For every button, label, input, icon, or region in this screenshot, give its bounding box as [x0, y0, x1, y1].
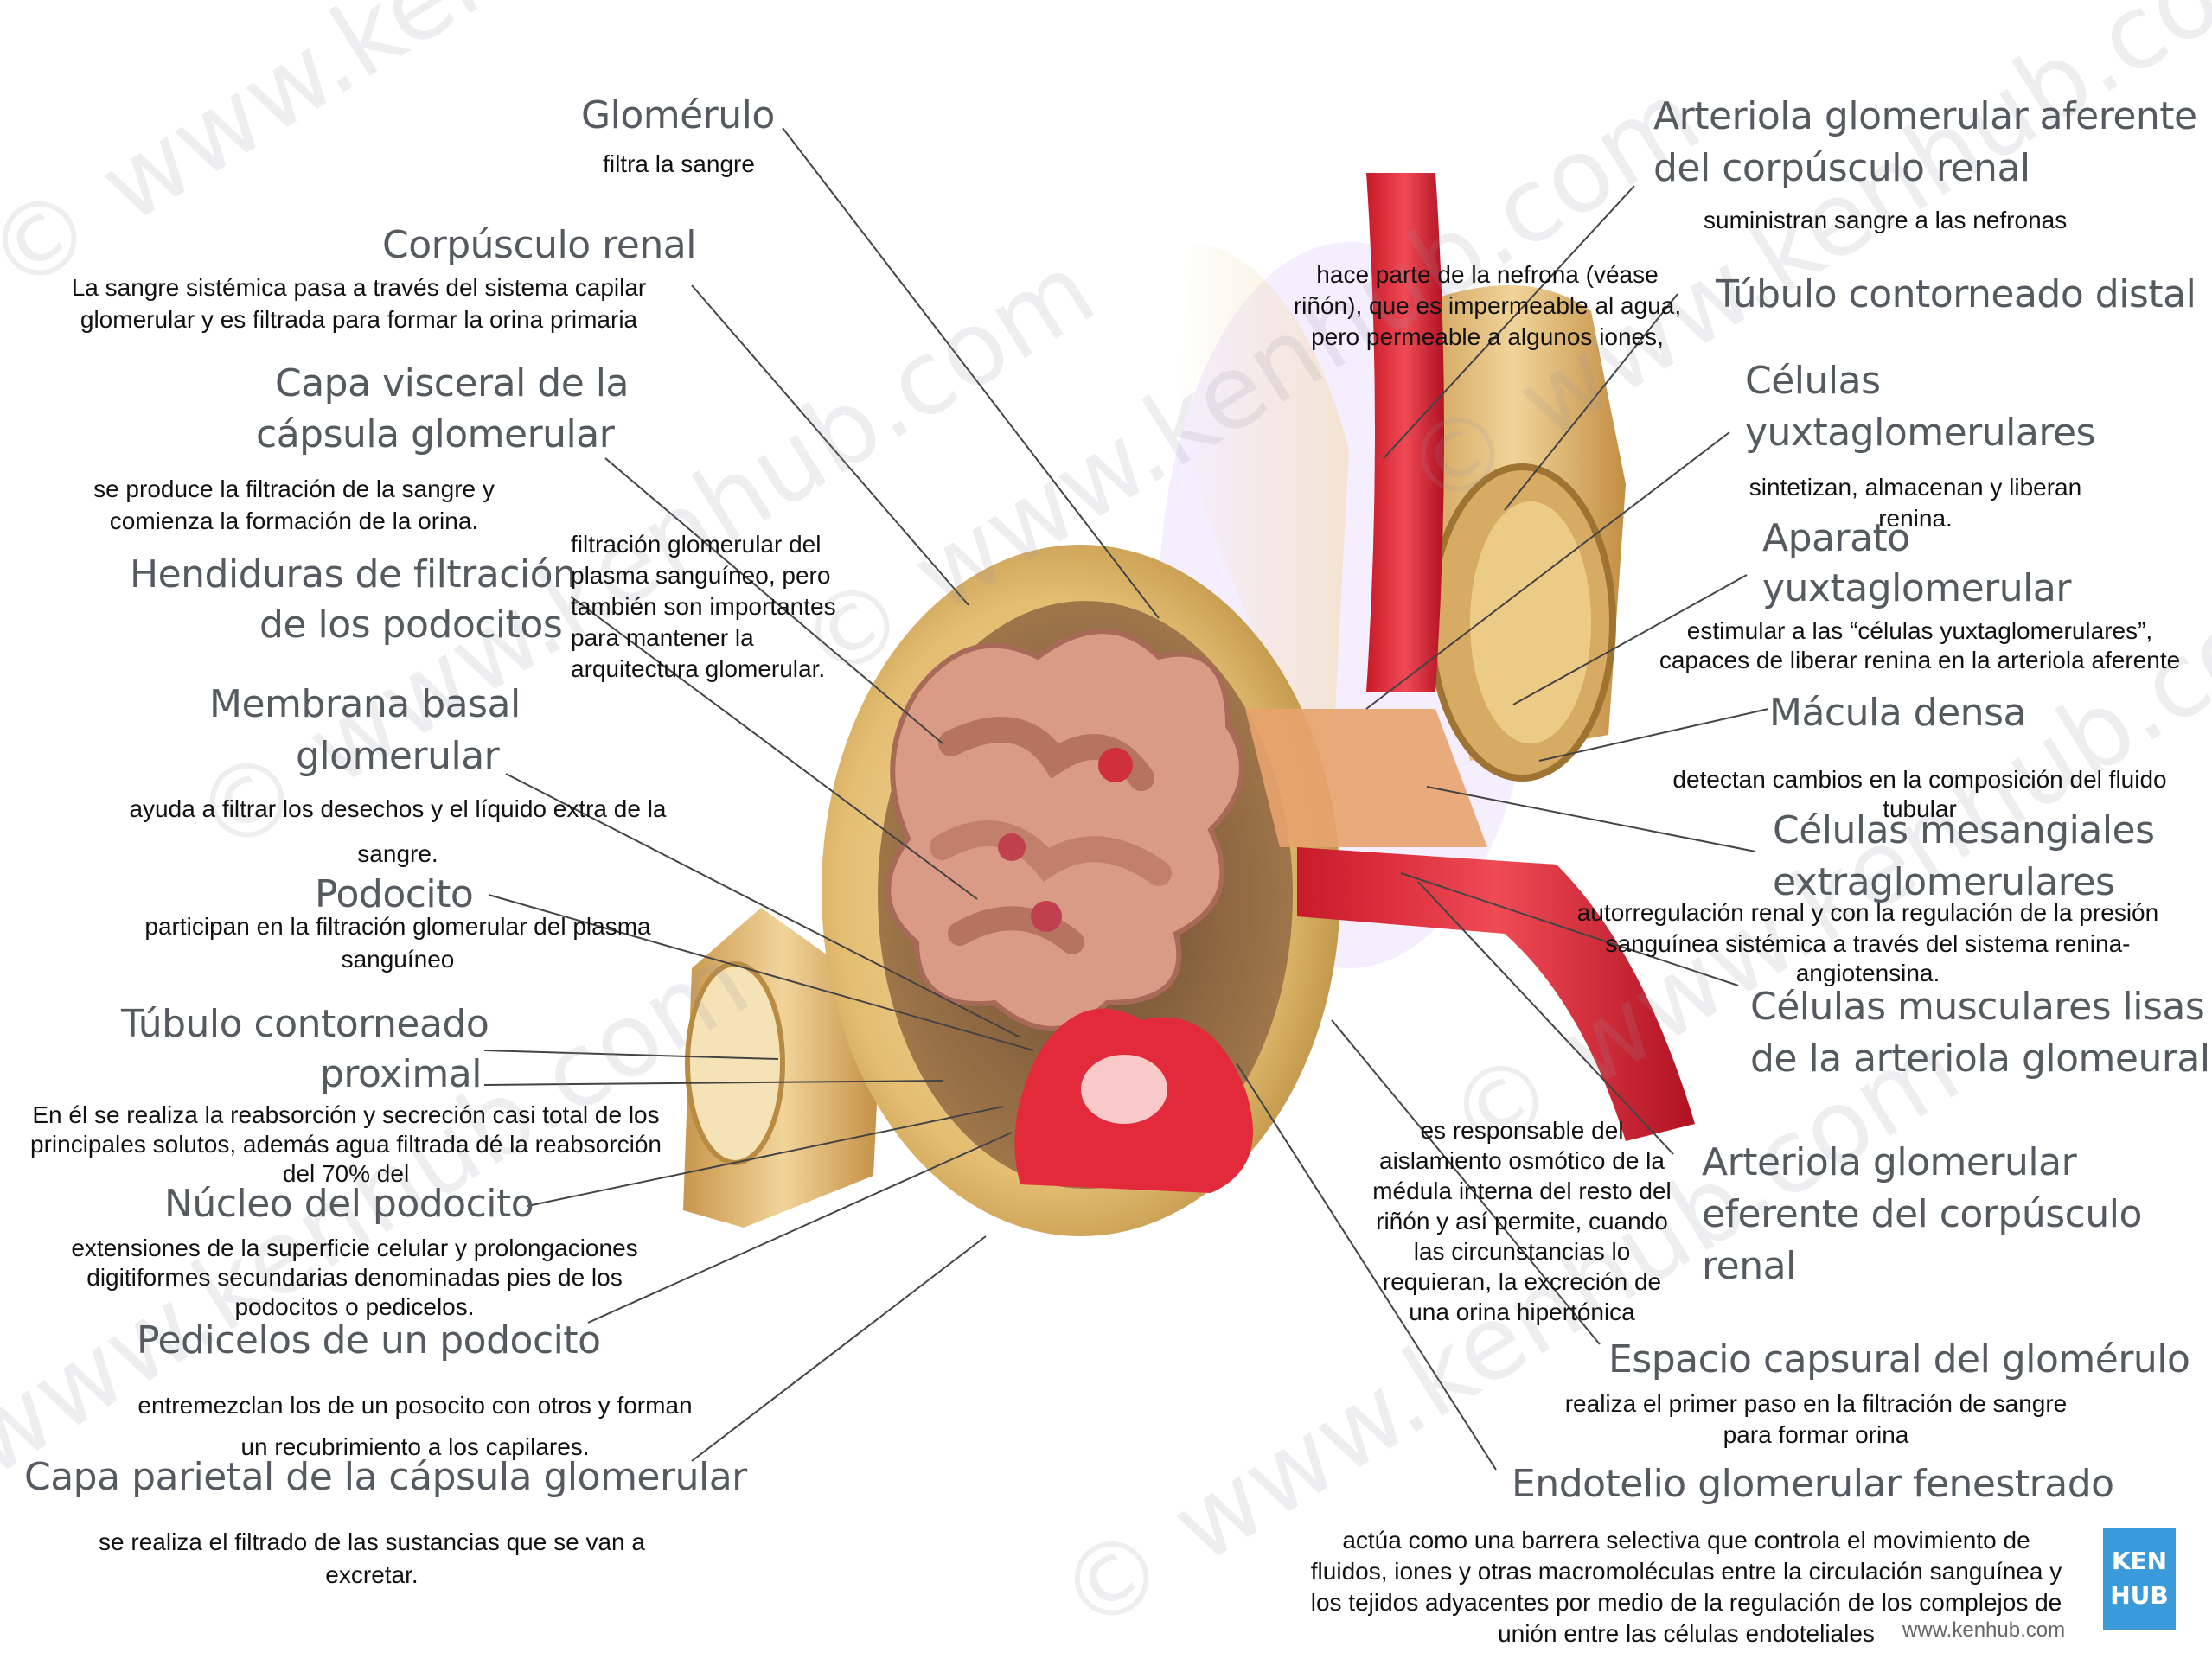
desc-eferente-7: una orina hipertónica	[1366, 1297, 1678, 1328]
label-eferente-1: Arteriola glomerular	[1702, 1138, 2076, 1187]
desc-nucleo-2: digitiformes secundarias denominadas pie…	[35, 1262, 674, 1293]
desc-tubulo-proximal-1: En él se realiza la reabsorción y secrec…	[9, 1100, 683, 1131]
desc-glomerulo: filtra la sangre	[571, 149, 787, 180]
label-endotelio: Endotelio glomerular fenestrado	[1512, 1459, 2114, 1509]
desc-endotelio-1: actúa como una barrera selectiva que con…	[1280, 1525, 2093, 1556]
logo-line-1: KEN	[2103, 1544, 2176, 1579]
desc-tubulo-distal-2: riñón), que es impermeable al agua,	[1280, 290, 1695, 322]
label-tubulo-distal: Túbulo contorneado distal	[1716, 270, 2196, 319]
desc-hendiduras-3: también son importantes	[571, 591, 836, 622]
desc-hendiduras-2: plasma sanguíneo, pero	[571, 560, 830, 591]
label-macula-densa: Mácula densa	[1769, 688, 2026, 737]
label-espacio-capsural: Espacio capsural del glomérulo	[1608, 1335, 2190, 1384]
label-arteriola-aferente-2: del corpúsculo renal	[1653, 144, 2030, 193]
brand-url: www.kenhub.com	[1902, 1618, 2065, 1643]
desc-corpusculo-renal-2: glomerular y es filtrada para formar la …	[17, 304, 700, 335]
label-corpusculo-renal: Corpúsculo renal	[382, 220, 696, 270]
efferent-arteriole	[1297, 847, 1695, 1141]
label-capa-visceral-2: cápsula glomerular	[256, 410, 614, 459]
desc-capa-visceral-1: se produce la filtración de la sangre y	[43, 474, 545, 505]
desc-tubulo-distal-3: pero permeable a algunos iones,	[1280, 322, 1695, 353]
label-tubulo-proximal-2: proximal	[320, 1050, 482, 1099]
label-hendiduras-2: de los podocitos	[259, 600, 562, 649]
desc-espacio-1: realiza el primer paso en la filtración …	[1522, 1388, 2110, 1420]
desc-hendiduras-1: filtración glomerular del	[571, 529, 821, 560]
desc-yuxta-celulas-1: sintetizan, almacenan y liberan	[1729, 472, 2101, 503]
label-musculares-2: de la arteriola glomeural	[1750, 1034, 2210, 1083]
label-capa-parietal: Capa parietal de la cápsula glomerular	[24, 1452, 747, 1502]
kenhub-logo: KEN HUB	[2103, 1528, 2176, 1630]
desc-eferente-1: es responsable del	[1366, 1115, 1678, 1146]
desc-pedicelos-1: entremezclan los de un posocito con otro…	[86, 1390, 744, 1421]
desc-capa-parietal-2: excretar.	[43, 1560, 700, 1591]
desc-mesangiales-1: autorregulación renal y con la regulació…	[1557, 897, 2179, 928]
desc-mesangiales-2: sanguínea sistémica a través del sistema…	[1557, 928, 2179, 960]
desc-arteriola-aferente: suministran sangre a las nefronas	[1704, 205, 2067, 236]
logo-line-2: HUB	[2103, 1579, 2176, 1613]
label-aparato-1: Aparato	[1762, 514, 1910, 563]
desc-eferente-5: las circunstancias lo	[1366, 1236, 1678, 1267]
label-yuxta-celulas-2: yuxtaglomerulares	[1745, 408, 2095, 457]
label-tubulo-proximal-1: Túbulo contorneado	[121, 999, 489, 1049]
desc-eferente-3: médula interna del resto del	[1366, 1176, 1678, 1207]
desc-aparato-1: estimular a las “células yuxtaglomerular…	[1634, 616, 2205, 647]
afferent-arteriole	[1366, 173, 1444, 692]
desc-membrana-1: ayuda a filtrar los desechos y el líquid…	[69, 794, 726, 825]
desc-macula-1: detectan cambios en la composición del f…	[1652, 764, 2188, 795]
label-arteriola-aferente-1: Arteriola glomerular aferente	[1653, 92, 2197, 141]
label-eferente-3: renal	[1702, 1241, 1796, 1291]
desc-capa-visceral-2: comienza la formación de la orina.	[43, 506, 545, 537]
label-capa-visceral-1: Capa visceral de la	[275, 359, 629, 408]
label-eferente-2: eferente del corpúsculo	[1702, 1190, 2142, 1239]
desc-eferente-6: requieran, la excreción de	[1366, 1267, 1678, 1298]
label-yuxta-celulas-1: Células	[1745, 356, 1881, 405]
desc-tubulo-proximal-2: principales solutos, además agua filtrad…	[9, 1129, 683, 1160]
label-nucleo-podocito: Núcleo del podocito	[164, 1179, 534, 1228]
desc-podocito-2: sanguíneo	[86, 944, 709, 975]
desc-hendiduras-4: para mantener la	[571, 622, 754, 654]
desc-endotelio-3: los tejidos adyacentes por medio de la r…	[1280, 1587, 2093, 1618]
label-musculares-1: Células musculares lisas	[1750, 982, 2204, 1031]
label-membrana-2: glomerular	[296, 731, 499, 781]
desc-hendiduras-5: arquitectura glomerular.	[571, 654, 825, 685]
desc-eferente-2: aislamiento osmótico de la	[1366, 1145, 1678, 1177]
label-mesangiales-1: Células mesangiales	[1773, 806, 2155, 855]
desc-endotelio-2: fluidos, iones y otras macromoléculas en…	[1280, 1556, 2093, 1587]
label-hendiduras-1: Hendiduras de filtración	[130, 550, 576, 599]
label-pedicelos: Pedicelos de un podocito	[137, 1316, 601, 1365]
desc-nucleo-1: extensiones de la superficie celular y p…	[35, 1233, 674, 1264]
desc-tubulo-distal-1: hace parte de la nefrona (véase	[1280, 259, 1695, 290]
label-glomerulo: Glomérulo	[581, 91, 775, 140]
desc-aparato-2: capaces de liberar renina en la arteriol…	[1634, 645, 2205, 676]
label-aparato-2: yuxtaglomerular	[1762, 564, 2071, 613]
desc-espacio-2: para formar orina	[1522, 1420, 2110, 1451]
desc-membrana-2: sangre.	[69, 839, 726, 870]
proximal-tubule-lumen	[687, 964, 783, 1163]
desc-corpusculo-renal-1: La sangre sistémica pasa a través del si…	[17, 272, 700, 303]
desc-capa-parietal-1: se realiza el filtrado de las sustancias…	[43, 1527, 700, 1558]
desc-podocito-1: participan en la filtración glomerular d…	[86, 911, 709, 942]
desc-eferente-4: riñón y así permite, cuando	[1366, 1206, 1678, 1237]
label-membrana-1: Membrana basal	[209, 680, 521, 729]
